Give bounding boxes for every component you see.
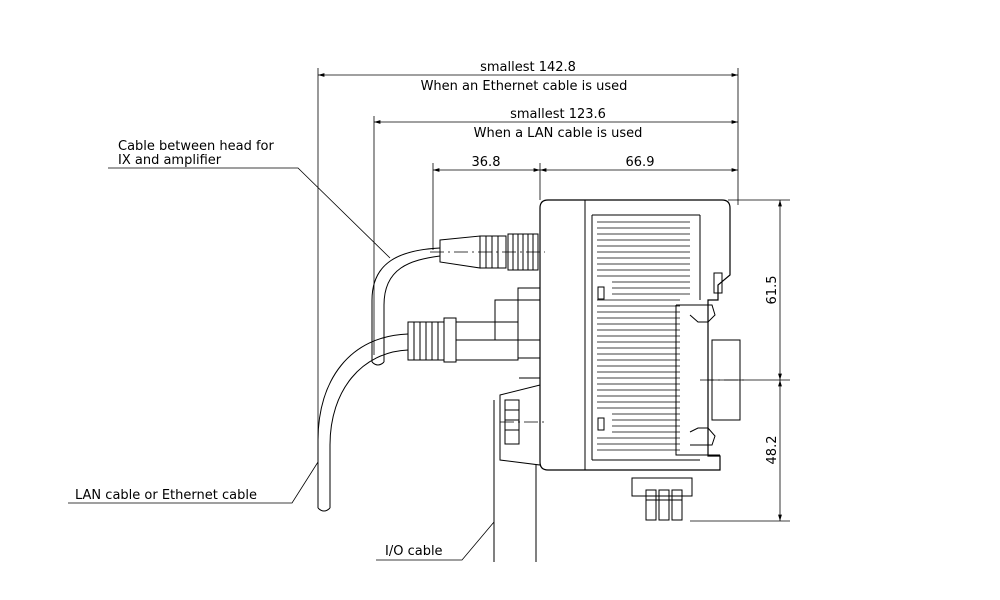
lan-cable-label: LAN cable or Ethernet cable [75,488,257,503]
lower-height-value: 48.2 [765,436,780,465]
upper-height-value: 61.5 [765,276,780,305]
head-cable-connector [430,233,545,271]
io-cable-label: I/O cable [385,544,443,559]
overall-ethernet-note: When an Ethernet cable is used [421,79,628,94]
dimension-overall-lan: smallest 123.6 When a LAN cable is used [373,107,738,355]
dimension-overall-ethernet: smallest 142.8 When an Ethernet cable is… [317,60,739,462]
overall-lan-value: smallest 123.6 [510,107,606,122]
overall-ethernet-value: smallest 142.8 [480,60,576,75]
callout-head-cable: Cable between head for IX and amplifier [108,139,391,259]
amplifier-body [539,199,745,521]
callout-lan-cable: LAN cable or Ethernet cable [68,461,319,504]
cables [317,247,537,562]
dimension-connector-length: 36.8 66.9 [432,155,738,250]
callout-io-cable: I/O cable [376,521,495,561]
connector-length-value: 36.8 [472,155,501,170]
dimension-heights: 61.5 48.2 [690,199,790,522]
head-cable-label-line1: Cable between head for [118,139,275,154]
io-cable-connector [499,377,545,466]
overall-lan-note: When a LAN cable is used [474,126,643,141]
body-depth-value: 66.9 [626,155,655,170]
head-cable-label-line2: IX and amplifier [118,153,222,168]
lan-cable-connector [407,287,541,363]
